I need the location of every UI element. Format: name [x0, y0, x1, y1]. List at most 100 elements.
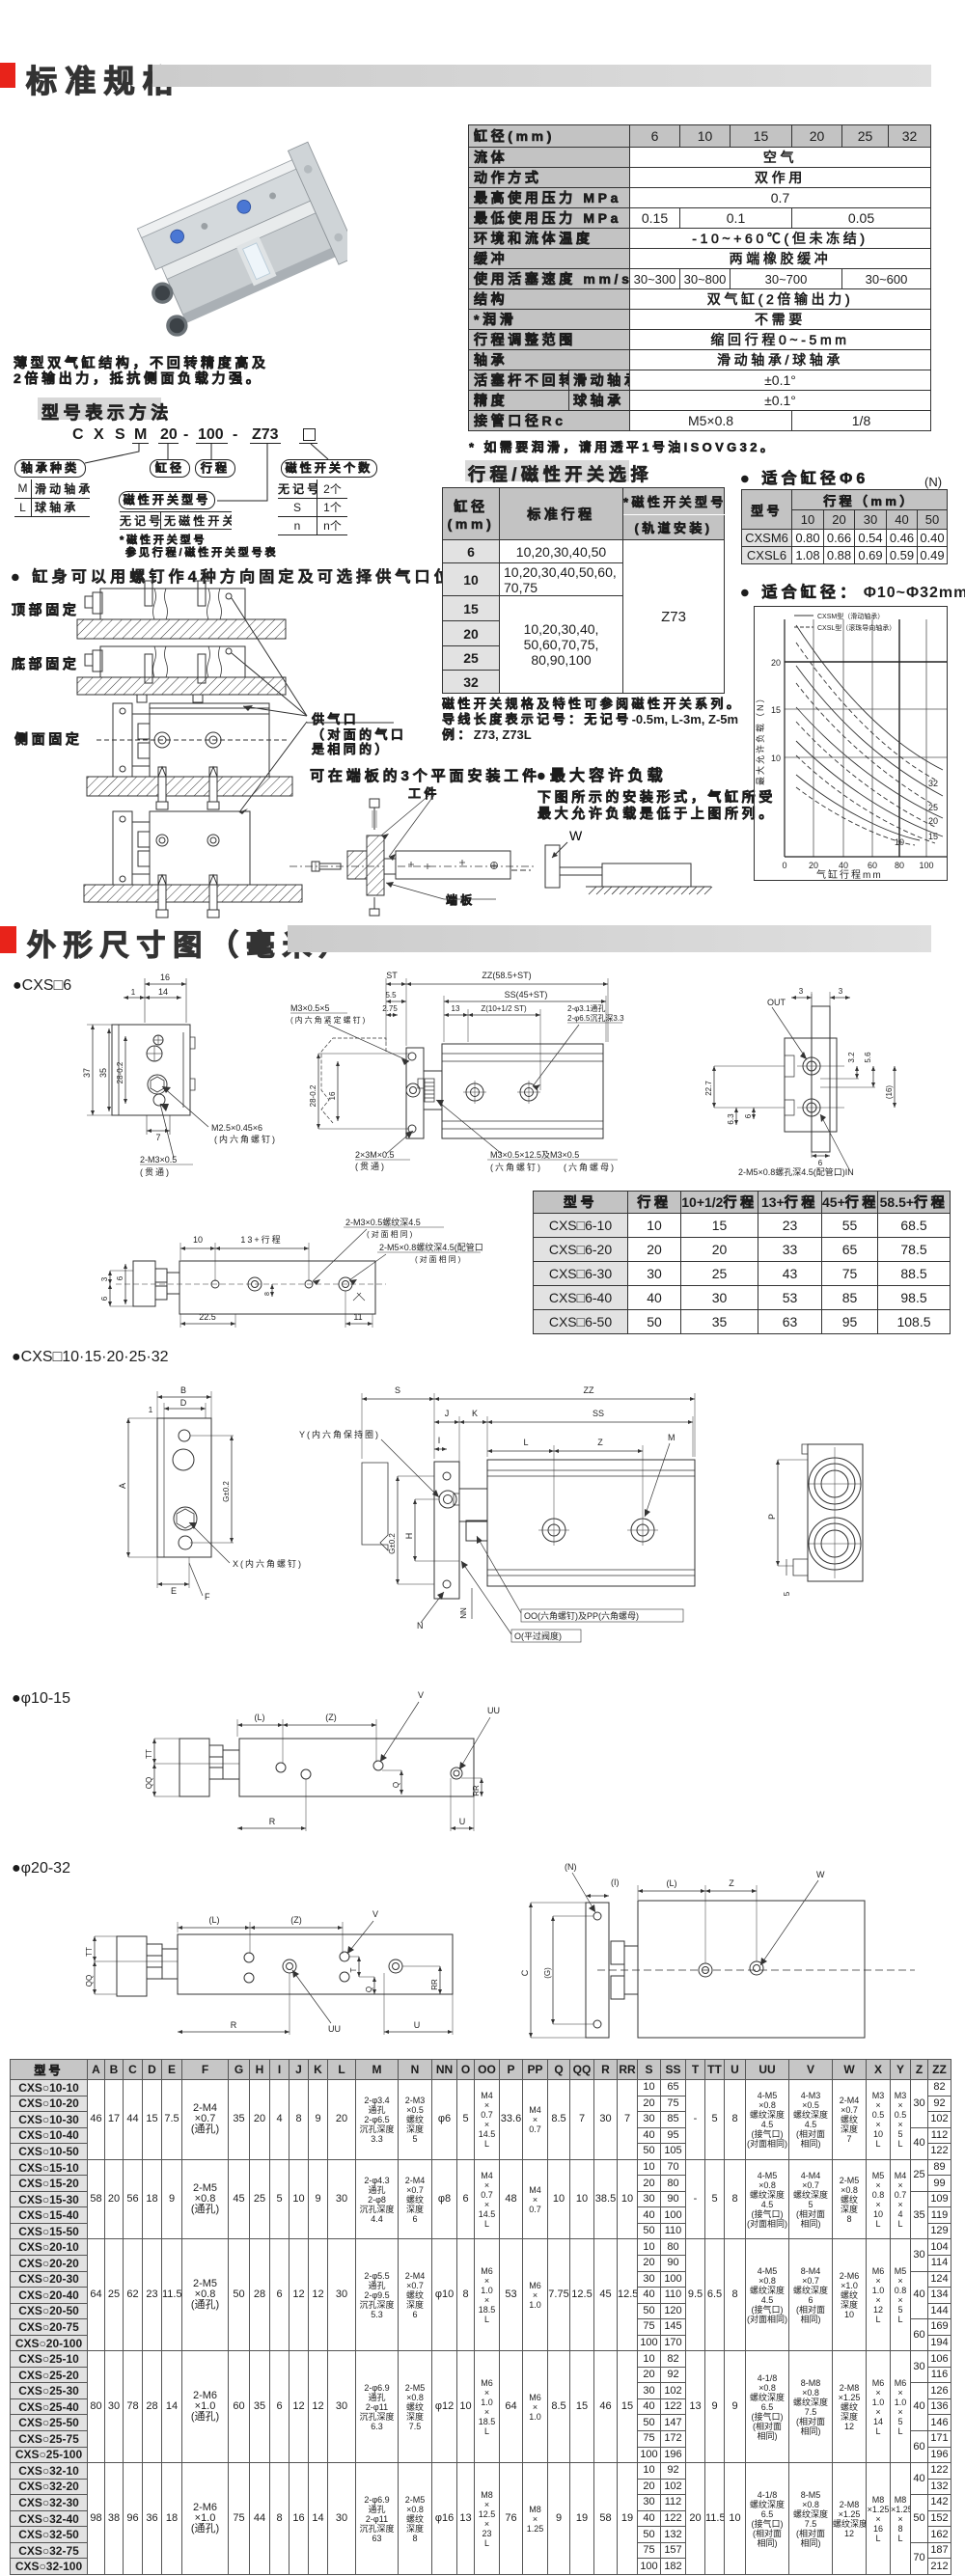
svg-text:D: D: [180, 1398, 187, 1408]
svg-text:J: J: [445, 1409, 450, 1418]
svg-text:QQ: QQ: [145, 1777, 153, 1789]
svg-text:0: 0: [782, 861, 786, 870]
svg-text:ZZ(58.5+ST): ZZ(58.5+ST): [482, 971, 531, 980]
svg-text:(对面相同): (对面相同): [415, 1254, 462, 1264]
svg-text:25: 25: [928, 803, 938, 812]
svg-text:15: 15: [928, 832, 938, 841]
svg-text:P: P: [767, 1514, 777, 1520]
svg-text:S: S: [395, 1385, 400, 1395]
svg-text:M3×0.5×12.5及M3×0.5: M3×0.5×12.5及M3×0.5: [490, 1150, 579, 1160]
svg-text:16: 16: [328, 1091, 337, 1100]
svg-text:O(平过阀度): O(平过阀度): [514, 1631, 562, 1641]
svg-text:(内六角螺钉): (内六角螺钉): [214, 1134, 277, 1144]
svg-text:CXSL型（滚珠导向轴承）: CXSL型（滚珠导向轴承）: [817, 623, 896, 632]
svg-text:R: R: [231, 2020, 237, 2030]
svg-text:2-M5×0.8螺纹深4.5(配管口): 2-M5×0.8螺纹深4.5(配管口): [379, 1242, 482, 1252]
svg-text:2-φ3.1通孔: 2-φ3.1通孔: [567, 1003, 605, 1013]
svg-text:2-φ6.5沉孔深3.3: 2-φ6.5沉孔深3.3: [567, 1014, 624, 1023]
svg-text:7: 7: [155, 1133, 160, 1142]
svg-text:32: 32: [928, 779, 938, 788]
svg-text:OO(六角螺钉)及PP(六角螺母): OO(六角螺钉)及PP(六角螺母): [524, 1610, 639, 1621]
svg-text:10: 10: [895, 837, 904, 847]
svg-text:(L): (L): [255, 1713, 265, 1722]
svg-text:(N): (N): [565, 1862, 577, 1872]
svg-text:TT: TT: [85, 1947, 94, 1957]
svg-text:2.75: 2.75: [382, 1004, 398, 1013]
svg-text:2-M3×0.5螺纹深4.5: 2-M3×0.5螺纹深4.5: [345, 1217, 421, 1227]
svg-text:V: V: [372, 1909, 378, 1919]
svg-text:10: 10: [193, 1235, 203, 1245]
svg-text:V: V: [418, 1690, 424, 1700]
svg-text:N: N: [417, 1621, 424, 1631]
svg-text:5.5: 5.5: [385, 991, 397, 1000]
svg-text:SS: SS: [593, 1409, 604, 1418]
svg-text:(内六角紧定螺钉): (内六角紧定螺钉): [290, 1015, 367, 1025]
svg-text:20: 20: [771, 658, 781, 668]
svg-text:3: 3: [799, 987, 804, 996]
svg-text:20: 20: [928, 816, 938, 826]
svg-text:14: 14: [158, 987, 168, 997]
svg-text:RR: RR: [472, 1785, 481, 1796]
svg-text:15: 15: [771, 705, 781, 715]
svg-text:E: E: [171, 1586, 177, 1596]
svg-text:8: 8: [264, 1292, 271, 1296]
svg-text:G±0.2: G±0.2: [388, 1533, 397, 1554]
svg-text:SS(45+ST): SS(45+ST): [505, 990, 548, 1000]
svg-text:气缸行程mm: 气缸行程mm: [816, 868, 883, 881]
svg-text:(贯通): (贯通): [140, 1167, 171, 1177]
svg-text:OUT: OUT: [767, 998, 786, 1007]
svg-text:TT: TT: [145, 1749, 153, 1759]
svg-text:Z: Z: [597, 1438, 603, 1447]
svg-text:100: 100: [919, 861, 933, 870]
svg-text:(G): (G): [543, 1967, 552, 1979]
svg-text:2×3M×0.5: 2×3M×0.5: [355, 1150, 395, 1160]
svg-text:RR: RR: [430, 1979, 439, 1990]
svg-text:(对面相同): (对面相同): [367, 1229, 414, 1239]
svg-text:W: W: [816, 1870, 825, 1879]
svg-text:(六角螺母): (六角螺母): [564, 1162, 616, 1172]
svg-text:U: U: [414, 2020, 421, 2030]
svg-text:K: K: [472, 1409, 478, 1418]
svg-text:3: 3: [839, 987, 843, 996]
svg-text:M: M: [668, 1433, 676, 1442]
svg-text:11: 11: [353, 1312, 362, 1322]
svg-text:Y(内六角保持圈): Y(内六角保持圈): [299, 1429, 380, 1439]
svg-text:G±0.2: G±0.2: [222, 1481, 231, 1502]
svg-text:UU: UU: [487, 1706, 500, 1715]
svg-text:B: B: [180, 1385, 186, 1395]
svg-text:28-0.2: 28-0.2: [309, 1084, 317, 1107]
svg-text:(六角螺钉): (六角螺钉): [490, 1162, 542, 1172]
svg-text:6: 6: [100, 1296, 109, 1301]
svg-text:ZZ: ZZ: [584, 1385, 594, 1395]
svg-text:M3×0.5×5: M3×0.5×5: [290, 1003, 330, 1013]
svg-text:W: W: [569, 828, 583, 843]
svg-text:6: 6: [116, 1275, 124, 1280]
svg-text:(L): (L): [209, 1915, 220, 1925]
svg-text:H: H: [404, 1533, 414, 1540]
svg-text:22.5: 22.5: [199, 1312, 216, 1322]
svg-text:13: 13: [452, 1004, 460, 1013]
svg-text:1: 1: [131, 988, 136, 997]
svg-text:(Z): (Z): [325, 1713, 337, 1722]
svg-text:(16): (16): [885, 1085, 894, 1100]
svg-text:22.7: 22.7: [704, 1081, 713, 1096]
svg-text:Z: Z: [729, 1878, 734, 1888]
svg-text:C: C: [520, 1969, 530, 1976]
svg-text:F: F: [205, 1592, 210, 1602]
svg-text:NN: NN: [459, 1607, 468, 1619]
svg-text:CXSM型（滑动轴承）: CXSM型（滑动轴承）: [817, 612, 884, 620]
svg-text:6.3: 6.3: [727, 1113, 735, 1125]
svg-text:A: A: [118, 1483, 127, 1489]
svg-text:5.6: 5.6: [864, 1052, 872, 1063]
svg-text:Z(10+1/2 ST): Z(10+1/2 ST): [481, 1004, 527, 1013]
svg-text:U: U: [459, 1817, 466, 1826]
svg-text:(L): (L): [667, 1878, 677, 1888]
svg-text:10: 10: [771, 754, 781, 763]
svg-text:6: 6: [744, 1113, 753, 1118]
svg-text:37: 37: [82, 1068, 92, 1078]
svg-text:60: 60: [868, 861, 877, 870]
svg-text:(I): (I): [611, 1877, 620, 1887]
svg-text:5: 5: [783, 1591, 791, 1596]
svg-text:(贯通): (贯通): [355, 1162, 386, 1171]
svg-text:ST: ST: [386, 971, 398, 980]
